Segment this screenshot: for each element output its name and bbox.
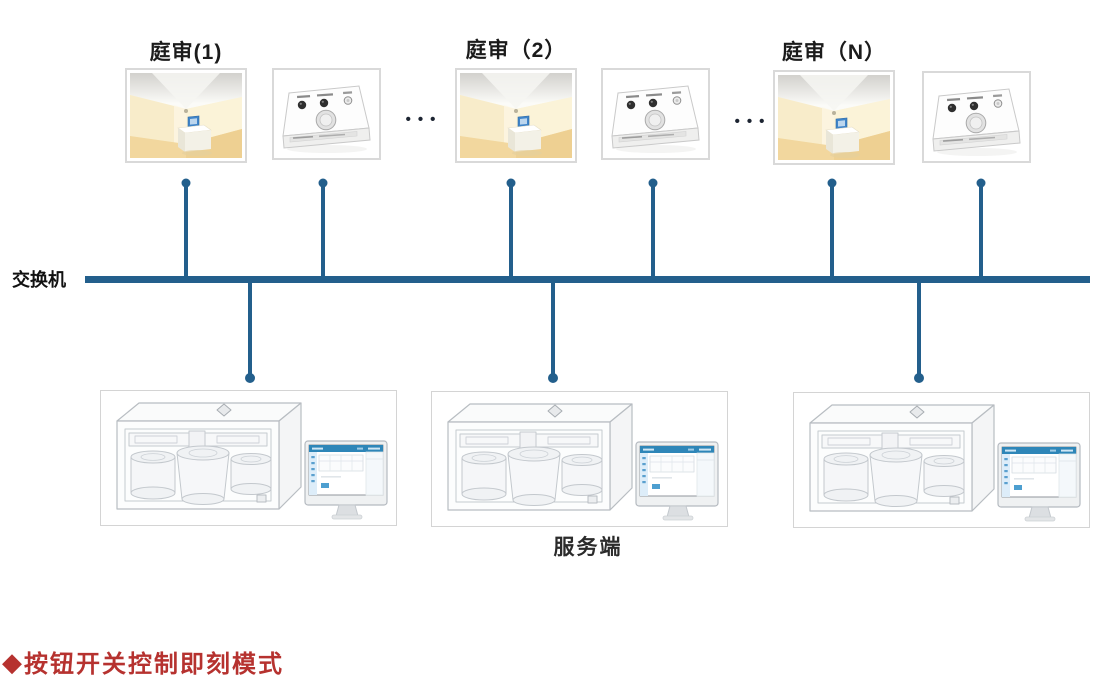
disc-recorder-monitor-icon xyxy=(809,404,1081,522)
courtroom-3d-room-icon xyxy=(130,73,242,158)
courtroom-3d-room-icon xyxy=(778,75,890,160)
courtroom-1-label: 庭审(1) xyxy=(149,41,223,64)
ellipsis-dots-1: ••• xyxy=(405,111,443,128)
button-panel-icon xyxy=(611,85,700,154)
courtroom-room-image-1 xyxy=(125,68,247,163)
server-downlink-lines xyxy=(248,283,921,377)
control-panel-image-1 xyxy=(272,68,381,160)
switch-label: 交换机 xyxy=(12,270,66,290)
server-unit-image-2 xyxy=(431,391,728,527)
disc-recorder-monitor-icon xyxy=(447,403,719,521)
control-panel-image-2 xyxy=(601,68,710,160)
courtroom-3-label: 庭审（N） xyxy=(781,41,887,64)
device-uplink-lines xyxy=(184,184,983,276)
switch-bus-line xyxy=(85,276,1090,283)
ellipsis-dots-2: ••• xyxy=(734,113,772,130)
button-panel-icon xyxy=(932,88,1021,157)
diamond-bullet-icon: ◆ xyxy=(2,646,22,677)
courtroom-3d-room-icon xyxy=(460,73,572,158)
device-uplink-dots xyxy=(181,178,986,188)
button-panel-icon xyxy=(282,85,371,154)
courtroom-room-image-3 xyxy=(773,70,895,165)
control-panel-image-3 xyxy=(922,71,1031,163)
server-unit-image-1 xyxy=(100,390,397,526)
courtroom-room-image-2 xyxy=(455,68,577,163)
footer-title-row: ◆ 按钮开关控制即刻模式 xyxy=(2,644,284,679)
footer-title: 按钮开关控制即刻模式 xyxy=(24,651,284,678)
server-label: 服务端 xyxy=(553,536,623,559)
server-downlink-dots xyxy=(245,373,924,383)
courtroom-2-label: 庭审（2） xyxy=(465,39,567,62)
server-unit-image-3 xyxy=(793,392,1090,528)
disc-recorder-monitor-icon xyxy=(116,402,388,520)
